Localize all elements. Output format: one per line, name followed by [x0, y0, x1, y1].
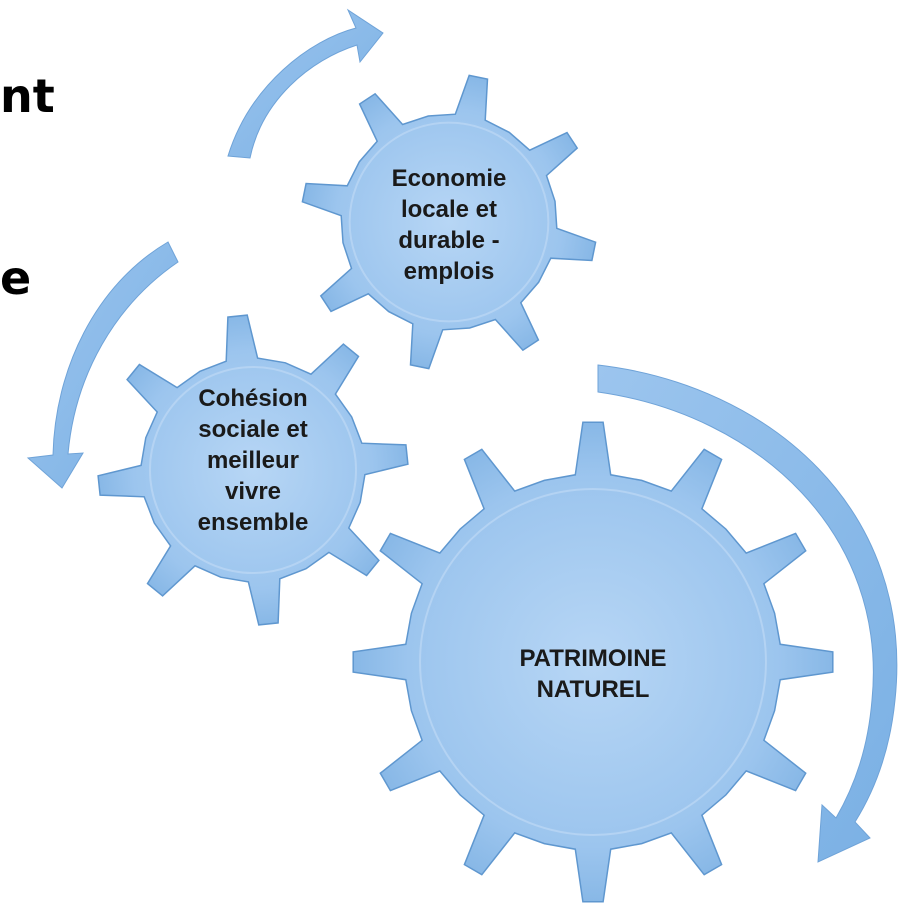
gear-hub-ring	[348, 121, 550, 323]
gear-hub-ring	[148, 365, 358, 575]
gear-label-economie: Economie locale et durable - emplois	[364, 163, 534, 287]
cropped-text-fragment-top: nt	[0, 69, 55, 123]
arrow-left-cycle	[26, 241, 179, 489]
gear-label-line: sociale et	[198, 416, 308, 443]
gear-body	[301, 74, 597, 370]
gear-label-line: ensemble	[197, 509, 309, 536]
gear-label-line: emplois	[403, 258, 495, 285]
gear-label-line: durable -	[398, 227, 500, 254]
cropped-text-fragment-middle: e	[0, 251, 32, 305]
arrow-right-cycle	[597, 364, 898, 863]
gear-patrimoine	[352, 421, 834, 903]
arrow-top-cycle	[227, 8, 384, 159]
gear-body	[352, 421, 834, 903]
gear-label-line: vivre	[224, 478, 282, 505]
gear-label-line: meilleur	[206, 447, 300, 474]
gear-economie	[301, 74, 597, 370]
gear-label-cohesion: Cohésion sociale et meilleur vivre ensem…	[168, 383, 338, 538]
gear-hub-ring	[419, 488, 767, 836]
gear-label-patrimoine: PATRIMOINE NATUREL	[478, 643, 708, 705]
gear-label-line: Cohésion	[198, 385, 308, 412]
gear-cohesion	[97, 314, 409, 626]
gear-label-line: PATRIMOINE	[519, 645, 667, 672]
gear-body	[97, 314, 409, 626]
gear-label-line: NATUREL	[536, 676, 650, 703]
gear-label-line: Economie	[391, 165, 507, 192]
gear-label-line: locale et	[400, 196, 498, 223]
